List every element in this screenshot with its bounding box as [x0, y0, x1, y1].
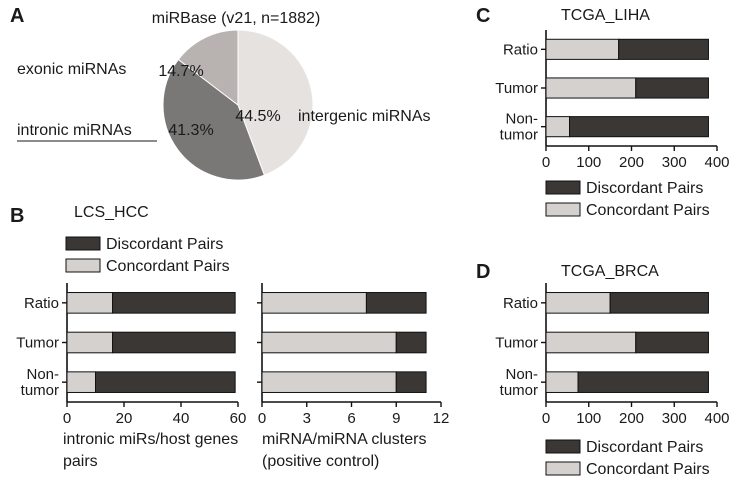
d-legend-swatch-1: [545, 461, 581, 476]
panel-label-b: B: [10, 205, 24, 227]
b1-category-1: Tumor: [16, 335, 59, 352]
b1-bar-1-discordant: [112, 331, 236, 354]
b1-xtick-label-2: 40: [173, 410, 190, 427]
pie-pct-intronic: 41.3%: [168, 122, 213, 139]
b1-bar-2-discordant: [95, 371, 236, 393]
d-category-1: Tumor: [495, 335, 538, 352]
b-legend-swatch-0: [65, 236, 101, 251]
c-legend-swatch-0: [545, 180, 581, 195]
b2-bar-2-concordant: [261, 371, 397, 393]
d-xtick-label-0: 0: [542, 410, 550, 427]
b2-xtick-label-4: 12: [433, 410, 450, 427]
b2-xtick-label-2: 6: [347, 410, 355, 427]
pie-pct-intergenic: 44.5%: [235, 108, 280, 125]
b2-bar-2-discordant: [395, 371, 427, 393]
d-category-2: Non-tumor: [500, 366, 538, 399]
pie-slice-intergenic: [237, 29, 314, 176]
c-category-2: Non-tumor: [500, 111, 538, 144]
pie-slice-exonic: [177, 29, 239, 107]
b-legend-swatch-1: [65, 258, 101, 273]
pie-name-intergenic: intergenic miRNAs: [298, 108, 430, 125]
d-legend-label-0: Discordant Pairs: [586, 439, 703, 456]
panel-label-d: D: [476, 261, 490, 283]
d-legend-swatch-0: [545, 439, 581, 454]
panel-b-title: LCS_HCC: [74, 204, 149, 221]
c-xtick-label-4: 400: [704, 154, 729, 171]
c-bar-1-discordant: [635, 77, 709, 99]
b1-category-2: Non-tumor: [21, 366, 59, 399]
b1-category-0: Ratio: [24, 295, 59, 312]
d-xtick-label-4: 400: [704, 410, 729, 427]
c-bar-1-concordant: [545, 77, 637, 99]
b2-bar-0-concordant: [261, 292, 367, 314]
b1-bar-1-concordant: [66, 331, 114, 354]
b1-xtick-label-0: 0: [63, 410, 71, 427]
b-legend-label-0: Discordant Pairs: [106, 236, 223, 253]
d-xtick-label-1: 100: [576, 410, 601, 427]
d-bar-2-discordant: [577, 371, 709, 393]
b1-bar-0-concordant: [66, 292, 114, 314]
pie-title: miRBase (v21, n=1882): [152, 10, 321, 27]
d-bar-0-concordant: [545, 292, 611, 314]
panel-c-title: TCGA_LIHA: [561, 7, 650, 24]
b2-bar-1-discordant: [395, 331, 427, 354]
c-xtick-label-2: 200: [619, 154, 644, 171]
b1-xtick-label-3: 60: [230, 410, 247, 427]
c-category-0: Ratio: [503, 41, 538, 58]
c-bar-0-concordant: [545, 38, 620, 60]
b2-xtick-label-3: 9: [392, 410, 400, 427]
d-legend-label-1: Concordant Pairs: [586, 461, 710, 478]
b1-xtick-label-1: 20: [116, 410, 133, 427]
d-bar-1-concordant: [545, 331, 637, 354]
d-category-0: Ratio: [503, 295, 538, 312]
c-bar-2-discordant: [569, 116, 709, 138]
pie-name-intronic: intronic miRNAs: [17, 122, 132, 139]
c-legend-swatch-1: [545, 202, 581, 217]
pie-name-exonic: exonic miRNAs: [17, 61, 126, 78]
d-xtick-label-3: 300: [662, 410, 687, 427]
c-bar-0-discordant: [618, 38, 709, 60]
panel-label-a: A: [10, 5, 24, 27]
b2-xtick-label-0: 0: [258, 410, 266, 427]
c-category-1: Tumor: [495, 80, 538, 97]
c-xtick-label-1: 100: [576, 154, 601, 171]
d-xtick-label-2: 200: [619, 410, 644, 427]
b2-xtick-label-1: 3: [303, 410, 311, 427]
panel-label-c: C: [476, 5, 490, 27]
b1-bar-0-discordant: [112, 292, 236, 314]
c-xtick-label-3: 300: [662, 154, 687, 171]
b-legend-label-1: Concordant Pairs: [106, 258, 230, 275]
d-bar-2-concordant: [545, 371, 579, 393]
b2-bar-0-discordant: [365, 292, 427, 314]
pie-pct-exonic: 14.7%: [158, 63, 203, 80]
c-xtick-label-0: 0: [542, 154, 550, 171]
c-legend-label-1: Concordant Pairs: [586, 202, 710, 219]
panel-d-title: TCGA_BRCA: [561, 263, 659, 280]
b2-bar-1-concordant: [261, 331, 397, 354]
b1-bar-2-concordant: [66, 371, 96, 393]
d-bar-1-discordant: [635, 331, 709, 354]
c-legend-label-0: Discordant Pairs: [586, 180, 703, 197]
d-bar-0-discordant: [609, 292, 709, 314]
pie-slice-intronic: [162, 58, 266, 181]
c-bar-2-concordant: [545, 116, 571, 138]
b2-xlabel: miRNA/miRNA clusters(positive control): [262, 431, 426, 470]
